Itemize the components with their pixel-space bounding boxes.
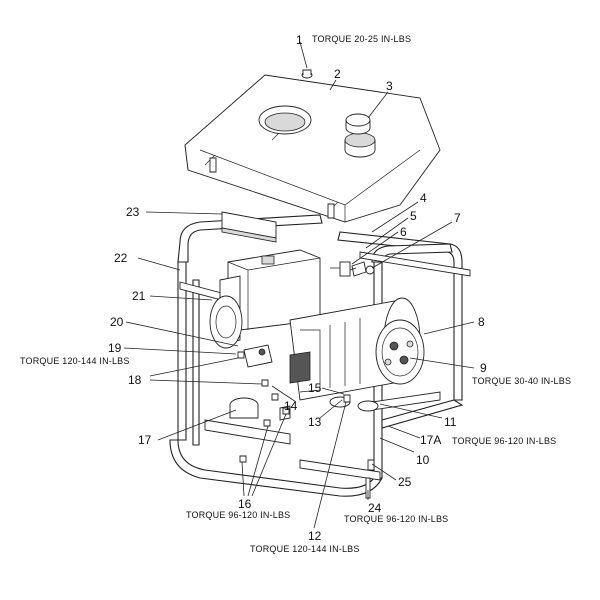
callout-8: 8 xyxy=(478,315,485,329)
callout-21: 21 xyxy=(132,289,146,303)
callout-13: 13 xyxy=(308,415,322,429)
torque-note-9: TORQUE 30-40 IN-LBS xyxy=(472,376,571,386)
callout-17: 17 xyxy=(138,433,152,447)
callout-17a: 17A xyxy=(420,433,441,447)
callout-7: 7 xyxy=(454,211,461,225)
fuel-cap xyxy=(344,113,376,158)
base-mount-plates xyxy=(204,391,441,481)
callout-16: 16 xyxy=(238,497,252,511)
torque-note-24: TORQUE 96-120 IN-LBS xyxy=(344,514,448,524)
torque-note-12: TORQUE 120-144 IN-LBS xyxy=(250,544,360,554)
callout-11: 11 xyxy=(444,415,457,429)
callout-1: 1 xyxy=(296,33,303,47)
tank-bracket xyxy=(221,211,277,243)
callout-3: 3 xyxy=(386,79,393,93)
callout-18: 18 xyxy=(128,373,142,387)
callout-22: 22 xyxy=(114,251,128,265)
tank-screw xyxy=(301,69,313,79)
callout-5: 5 xyxy=(410,209,417,223)
callout-24: 24 xyxy=(368,501,382,515)
fuel-valve xyxy=(330,261,375,277)
callout-10: 10 xyxy=(416,453,430,467)
fuel-tank xyxy=(184,74,441,223)
callout-15: 15 xyxy=(308,381,322,395)
callout-6: 6 xyxy=(400,225,407,239)
callout-19: 19 xyxy=(108,341,122,355)
tank-mount-bolts xyxy=(209,157,335,219)
callout-4: 4 xyxy=(420,191,427,205)
callout-14: 14 xyxy=(284,399,298,413)
leader-lines xyxy=(123,41,475,529)
callout-25: 25 xyxy=(398,475,412,489)
callout-9: 9 xyxy=(480,361,487,375)
torque-note-1: TORQUE 20-25 IN-LBS xyxy=(312,34,411,44)
fasteners xyxy=(237,351,375,499)
torque-note-19: TORQUE 120-144 IN-LBS xyxy=(20,356,130,366)
callout-12: 12 xyxy=(308,529,322,543)
callout-23: 23 xyxy=(126,205,140,219)
end-cover xyxy=(375,319,425,385)
callout-2: 2 xyxy=(334,67,341,81)
torque-note-16: TORQUE 96-120 IN-LBS xyxy=(186,510,290,520)
recoil-starter xyxy=(209,295,273,368)
torque-note-17a: TORQUE 96-120 IN-LBS xyxy=(452,436,556,446)
callout-20: 20 xyxy=(110,315,124,329)
